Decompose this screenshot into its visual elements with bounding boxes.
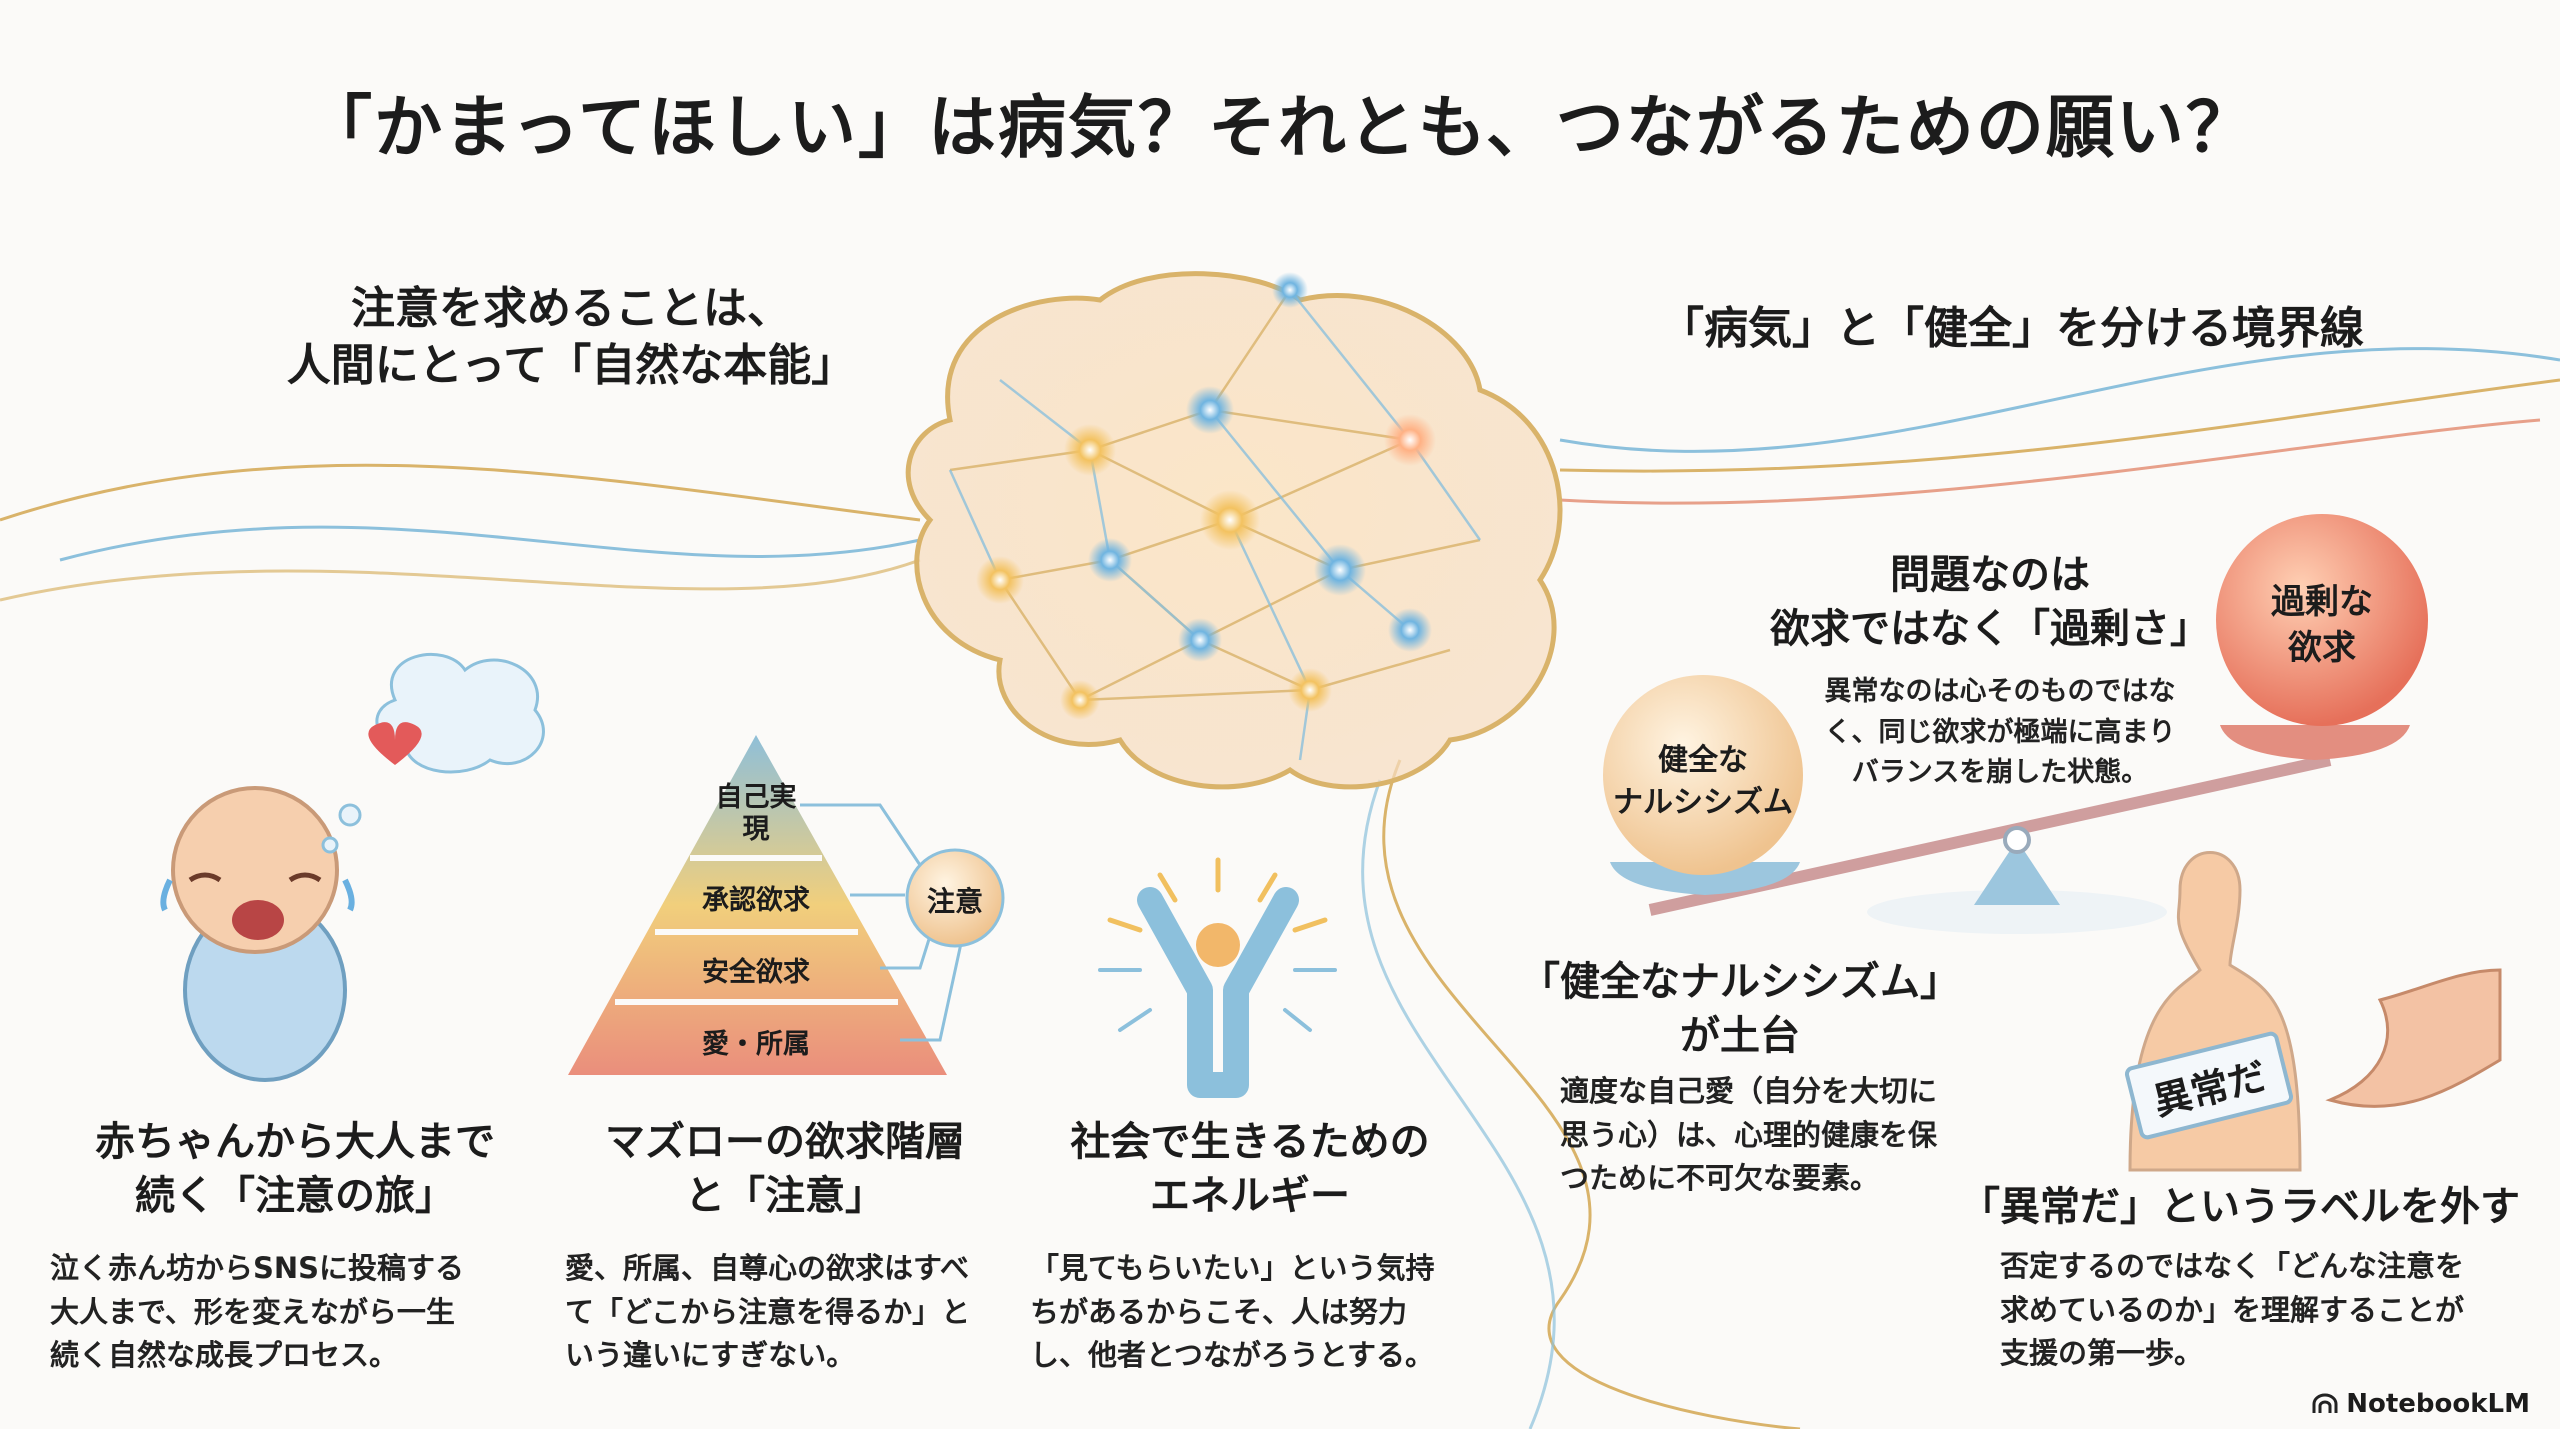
flow-lines [0,347,2560,1429]
column-body: いう違いにすぎない。 [565,1338,856,1372]
remove-label-body-line: 否定するのではなく「どんな注意を [2000,1249,2465,1283]
column-body: 愛、所属、自尊心の欲求はすべ [565,1251,969,1285]
excess-body-line: バランスを崩した状態。 [1851,757,2149,788]
remove-label-body: 否定するのではなく「どんな注意を求めているのか」を理解することが支援の第一歩。 [2000,1245,2500,1376]
excess-body-line: く、同じ欲求が極端に高まり [1824,716,2176,748]
column-body: ちがあるからこそ、人は努力 [1030,1294,1408,1329]
healthy-body-line: 適度な自己愛（自分を大切に [1560,1074,1938,1108]
right-heading: 「病気」と「健全」を分ける境界線 [1660,303,2364,354]
pyramid-level-love: 愛・所属 [702,1029,810,1060]
pyramid-level-safety: 安全欲求 [702,957,810,988]
column-body: 大人まで、形を変えながら一生 [50,1294,455,1329]
column-attention-journey: 赤ちゃんから大人まで続く「注意の旅」 泣く赤ん坊からSNSに投稿する大人まで、形… [50,1115,540,1378]
person-rays-illustration [1098,857,1337,1098]
attention-bubble-label: 注意 [926,885,983,918]
remove-label-body-line: 支援の第一歩。 [2000,1336,2204,1370]
remove-label-heading: 「異常だ」というラベルを外す [1960,1184,2520,1230]
ball-label-line: 欲求 [2288,627,2356,668]
column-heading: と「注意」 [685,1173,885,1219]
excessive-desire-ball-label: 過剰な欲求 [2240,580,2404,672]
notebooklm-logo-icon [2312,1393,2338,1413]
ball-label-line: 過剰な [2271,582,2373,622]
column-heading: マズローの欲求階層 [605,1119,965,1165]
column-social-energy: 社会で生きるためのエネルギー 「見てもらいたい」という気持ちがあるからこそ、人は… [1030,1115,1470,1378]
ball-label-line: ナルシシズム [1613,785,1793,820]
column-body: 泣く赤ん坊からSNSに投稿する [50,1251,465,1285]
left-heading: 注意を求めることは、 人間にとって「自然な本能」 [241,280,901,394]
ball-label-line: 健全な [1658,743,1748,778]
excess-heading-line: 問題なのは [1890,552,2090,598]
left-heading-line: 注意を求めることは、 [351,283,791,334]
healthy-heading-line: 「健全なナルシシズム」 [1520,959,1960,1005]
healthy-body-line: つために不可欠な要素。 [1560,1161,1880,1195]
column-heading: エネルギー [1150,1173,1350,1219]
healthy-narcissism-heading: 「健全なナルシシズム」が土台 [1480,955,2000,1063]
remove-label-body-line: 求めているのか」を理解することが [2000,1292,2465,1327]
excess-heading-line: 欲求ではなく「過剰さ」 [1770,606,2210,652]
healthy-heading-line: が土台 [1680,1013,1800,1059]
healthy-narcissism-body: 適度な自己愛（自分を大切に思う心）は、心理的健康を保つために不可欠な要素。 [1560,1070,1980,1201]
seesaw-balance-illustration [1603,514,2428,934]
column-body: し、他者とつながろうとする。 [1030,1338,1434,1372]
column-heading: 赤ちゃんから大人まで [95,1119,495,1165]
excess-body: 異常なのは心そのものではなく、同じ欲求が極端に高まりバランスを崩した状態。 [1790,672,2210,794]
maslow-pyramid [568,735,1005,1075]
crying-baby-illustration [160,653,545,1082]
column-heading: 社会で生きるための [1070,1119,1430,1165]
column-body: て「どこから注意を得るか」と [565,1294,971,1329]
column-body: 続く自然な成長プロセス。 [50,1338,399,1372]
column-body: 「見てもらいたい」という気持 [1030,1251,1435,1285]
pyramid-level-esteem: 承認欲求 [702,885,810,916]
brand-text: NotebookLM [2346,1389,2530,1419]
pyramid-level-self-actualization: 自己実現 [715,782,797,846]
healthy-narcissism-ball-label: 健全なナルシシズム [1603,740,1803,824]
column-maslow: マズローの欲求階層と「注意」 愛、所属、自尊心の欲求はすべて「どこから注意を得る… [565,1115,1005,1378]
brain-network-illustration [905,271,1563,790]
neuron-nodes [976,272,1436,720]
column-heading: 続く「注意の旅」 [135,1173,455,1219]
excess-body-line: 異常なのは心そのものではな [1824,676,2176,707]
excess-heading: 問題なのは欲求ではなく「過剰さ」 [1755,548,2225,656]
notebooklm-brand: NotebookLM [2312,1389,2530,1419]
left-heading-line: 人間にとって「自然な本能」 [286,340,856,392]
page-title: 「かまってほしい」は病気？それとも、つながるための願い？ [304,89,2256,168]
healthy-body-line: 思う心）は、心理的健康を保 [1560,1117,1938,1152]
